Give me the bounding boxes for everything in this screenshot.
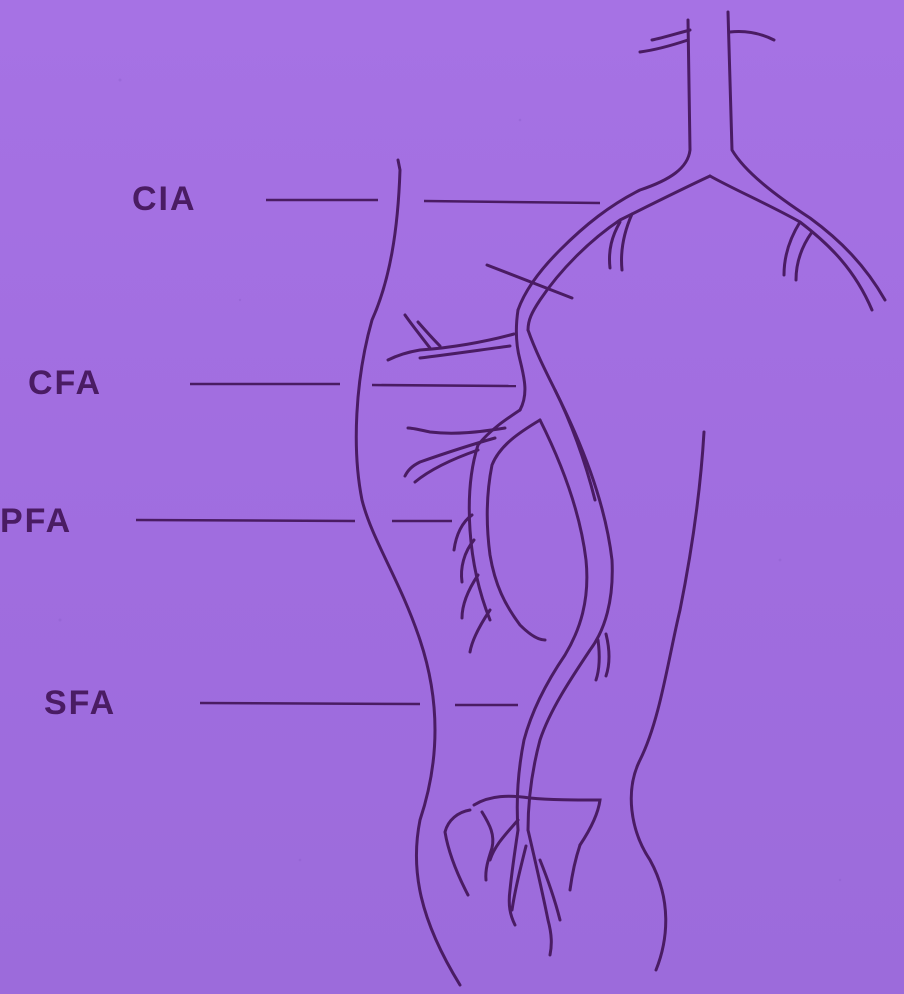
aortic-branch-top-left-2 [652,30,690,40]
label-pfa: PFA [0,504,72,538]
sfa-outer-wall [528,390,612,830]
sfa-inner-wall [517,420,587,830]
inguinal-marker [487,265,572,298]
internal-iliac-left [609,222,620,268]
leg-outline-left [356,160,460,985]
sfa-branch-1 [596,640,599,680]
cfa-left-wall [516,310,525,410]
aorta-left-wall [518,20,690,310]
branch-superficial-4 [418,322,440,346]
pfa-outer-wall [469,410,520,620]
femoral-condyle-right [570,845,580,890]
femoral-condyle-left [445,810,470,895]
leader-sfa-1 [200,703,420,704]
aortic-branch-top-right [730,31,774,40]
aorta-right-wall [728,12,885,300]
patella-outline [482,812,493,880]
internal-iliac-left-2 [621,214,632,270]
leader-pfa-1 [136,520,355,521]
cfa-right-wall [528,330,595,500]
pfa-branch-7 [470,610,490,652]
internal-iliac-right-2 [796,232,812,280]
label-cfa: CFA [28,366,102,400]
aortic-branch-top-left [640,40,688,52]
popliteal-left [509,830,518,925]
pfa-inner-wall [487,420,545,640]
label-cia: CIA [132,182,197,216]
pfa-branch-6 [462,575,478,618]
leader-cfa-2 [372,385,516,386]
label-sfa: SFA [44,686,116,720]
pfa-branch-2 [405,438,495,476]
leader-cia-2 [424,201,600,203]
leg-outline-right [631,432,704,970]
popliteal-right [528,830,551,955]
pfa-branch-3 [415,450,478,482]
sfa-branch-2 [606,634,609,676]
